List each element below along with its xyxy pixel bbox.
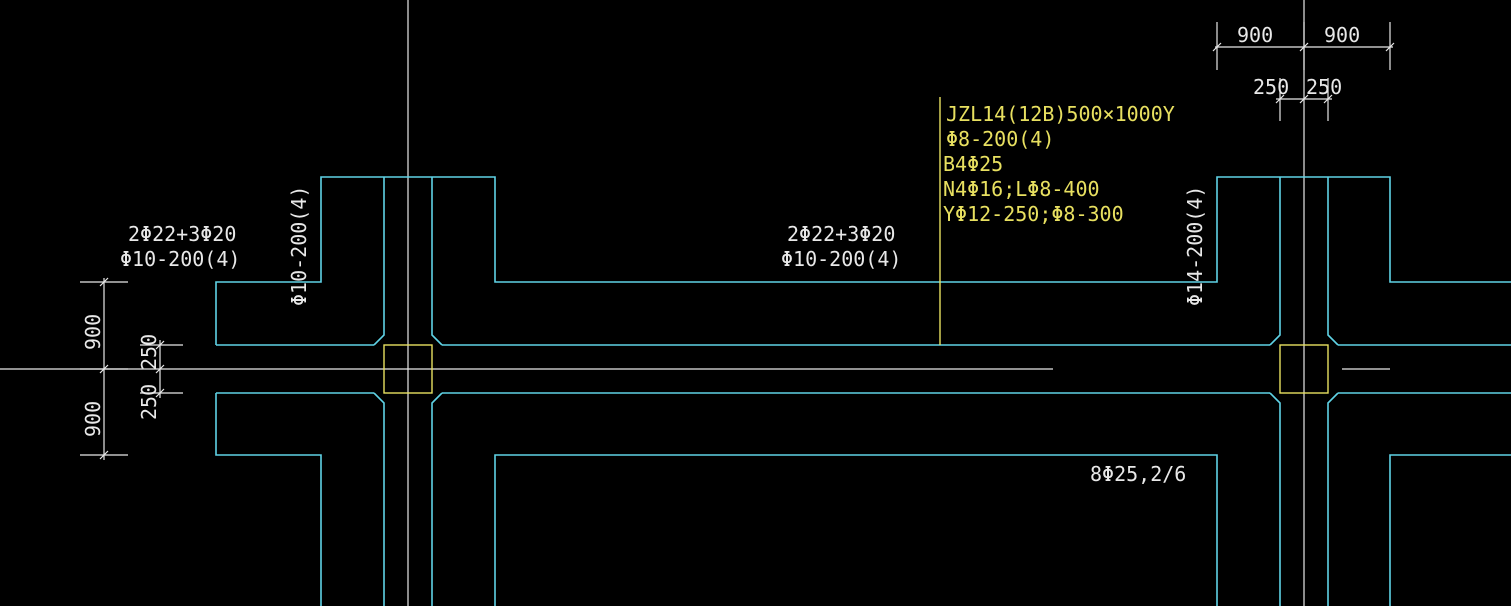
beam-edge xyxy=(373,177,385,346)
annotation-line-4: N4Φ16;LΦ8-400 xyxy=(943,177,1100,201)
beam-edge xyxy=(1327,177,1339,346)
dimension-left xyxy=(80,277,183,460)
beam-edge xyxy=(1269,177,1281,346)
beam-edge xyxy=(431,177,443,346)
dim-top-right-900: 900 xyxy=(1324,23,1360,47)
axis-lines xyxy=(0,0,1390,606)
label-vertical-left-stirrup: Φ10-200(4) xyxy=(287,186,311,306)
beam-outlines xyxy=(215,176,1511,606)
beam-outline-lower-left xyxy=(215,393,322,606)
dim-top-left-900: 900 xyxy=(1237,23,1273,47)
label-left-stirrup: Φ10-200(4) xyxy=(120,247,240,271)
dim-left-upper-900: 900 xyxy=(81,314,105,350)
beam-outline-upper xyxy=(215,176,1511,345)
column-left[interactable] xyxy=(383,344,433,394)
dim-top-right-250: 250 xyxy=(1306,75,1342,99)
annotation-line-1: JZL14(12B)500×1000Y xyxy=(946,102,1175,126)
dim-left-lower-900: 900 xyxy=(81,401,105,437)
beam-outline-lower-middle xyxy=(494,454,1218,606)
annotation-line-2: Φ8-200(4) xyxy=(946,127,1054,151)
column-right[interactable] xyxy=(1279,344,1329,394)
dimension-top-right xyxy=(1212,22,1395,121)
beam-edge xyxy=(373,392,385,606)
label-center-stirrup: Φ10-200(4) xyxy=(781,247,901,271)
label-left-top-bars: 2Φ22+3Φ20 xyxy=(128,222,236,246)
dim-top-left-250: 250 xyxy=(1253,75,1289,99)
beam-edge xyxy=(1327,392,1339,606)
dim-left-lower-250: 250 xyxy=(137,384,161,420)
dim-left-upper-250: 250 xyxy=(137,334,161,370)
annotation-line-5: YΦ12-250;Φ8-300 xyxy=(943,202,1124,226)
beam-edge xyxy=(1269,392,1281,606)
label-vertical-right-stirrup: Φ14-200(4) xyxy=(1183,186,1207,306)
annotation-line-3: B4Φ25 xyxy=(943,152,1003,176)
beam-edge xyxy=(431,392,443,606)
label-bottom-bars: 8Φ25,2/6 xyxy=(1090,462,1186,486)
beam-annotation[interactable]: JZL14(12B)500×1000Y Φ8-200(4) B4Φ25 N4Φ1… xyxy=(943,102,1175,226)
beam-outline-lower-right xyxy=(1389,454,1511,606)
label-center-top-bars: 2Φ22+3Φ20 xyxy=(787,222,895,246)
